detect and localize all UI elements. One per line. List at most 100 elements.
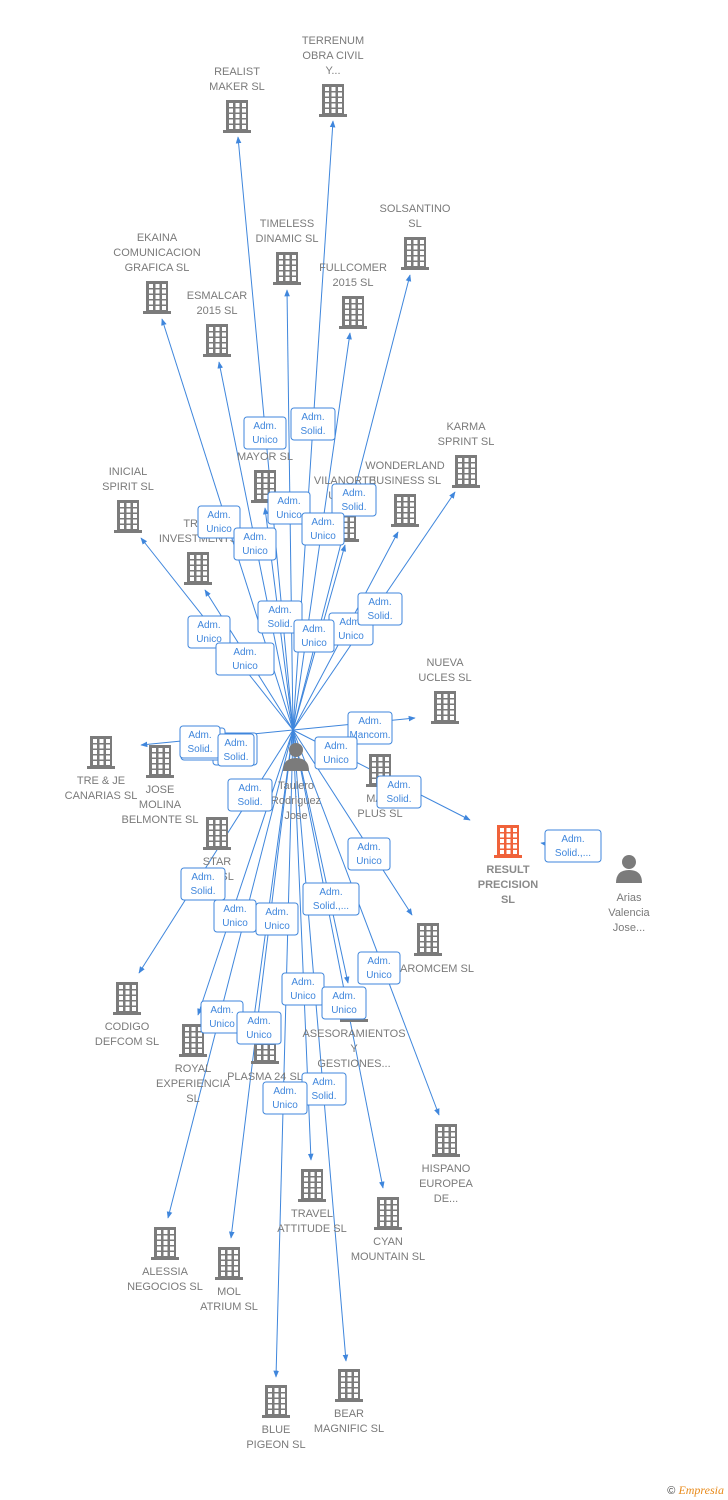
- node-label: Arias: [616, 892, 642, 904]
- node-label: BELMONTE SL: [121, 814, 198, 826]
- node-label: DE...: [434, 1193, 458, 1205]
- role-badge[interactable]: Adm.Solid.: [180, 867, 226, 901]
- role-badge[interactable]: Adm.Unico: [243, 416, 287, 450]
- role-label: Adm.: [339, 617, 362, 628]
- role-label: Adm.: [207, 510, 230, 521]
- role-badge[interactable]: Adm. Unico: [301, 512, 345, 546]
- role-badge[interactable]: Adm.Unico: [314, 736, 358, 770]
- node-label: ALESSIA: [142, 1266, 189, 1278]
- role-badge[interactable]: Adm.Unico: [293, 619, 335, 653]
- role-badge-box: [347, 837, 391, 871]
- role-label: Unico: [264, 921, 290, 932]
- role-badge[interactable]: Adm.Unico: [213, 899, 257, 933]
- role-badge-box: [233, 527, 277, 561]
- node-aromcem[interactable]: AROMCEM SL: [400, 923, 474, 975]
- role-label: Unico: [323, 755, 349, 766]
- role-label: Unico: [310, 531, 336, 542]
- role-badge[interactable]: Adm.Unico: [255, 902, 299, 936]
- node-label: PIGEON SL: [246, 1439, 305, 1451]
- role-badge[interactable]: Adm.Unico: [233, 527, 277, 561]
- building-icon: [203, 324, 231, 357]
- node-mayor[interactable]: MAYOR SL: [237, 451, 293, 503]
- role-badge[interactable]: Adm.Solid.: [179, 725, 221, 759]
- building-icon: [215, 1247, 243, 1280]
- role-label: Adm.: [277, 496, 300, 507]
- node-label: ASESORAMIENTOS: [302, 1028, 405, 1040]
- role-badge[interactable]: Adm.Solid.: [331, 483, 377, 517]
- role-badge[interactable]: Adm.Unico: [236, 1011, 282, 1045]
- role-badge-box: [301, 512, 345, 546]
- role-badge-box: [197, 505, 241, 539]
- node-label: GESTIONES...: [317, 1058, 390, 1070]
- role-badge[interactable]: Adm.Solid.: [376, 775, 422, 809]
- role-badge-box: [357, 592, 403, 626]
- edge-taulero-bearmagnific: [292, 729, 349, 1362]
- role-badge[interactable]: Adm.Solid.,...: [302, 882, 360, 916]
- node-label: EUROPEA: [419, 1178, 473, 1190]
- role-badge[interactable]: Adm.Solid.: [217, 733, 255, 767]
- role-badge[interactable]: Adm.Mancom.: [347, 711, 393, 745]
- role-badge[interactable]: Adm.Unico: [357, 951, 401, 985]
- role-badge-box: [187, 615, 231, 649]
- role-label: Unico: [276, 510, 302, 521]
- role-badge[interactable]: Adm.Unico: [347, 837, 391, 871]
- role-label: Adm.: [368, 597, 391, 608]
- role-label: Adm.: [238, 783, 261, 794]
- edge-taulero-alessia: [166, 729, 294, 1219]
- node-label: DINAMIC SL: [256, 233, 319, 245]
- role-label: Adm.: [319, 887, 342, 898]
- role-badge[interactable]: Adm.Unico: [215, 642, 275, 676]
- role-badge[interactable]: Adm.Unico: [187, 615, 231, 649]
- role-badge[interactable]: Adm.Solid.: [301, 1072, 347, 1106]
- node-label: EXPERIENCIA: [156, 1078, 231, 1090]
- role-badge[interactable]: Adm.Solid.: [257, 600, 303, 634]
- building-icon: [114, 500, 142, 533]
- edge-taulero-cyan: [292, 729, 385, 1189]
- role-label: Adm.: [253, 421, 276, 432]
- role-label: Unico: [272, 1100, 298, 1111]
- node-label: SL: [501, 894, 515, 906]
- role-badge[interactable]: Adm.Solid.: [290, 407, 336, 441]
- role-label: Adm.: [358, 716, 381, 727]
- node-hispano[interactable]: HISPANOEUROPEADE...: [419, 1124, 474, 1205]
- role-badge[interactable]: Adm.Solid.,...: [544, 829, 602, 863]
- role-badge[interactable]: Adm.Unico: [321, 986, 367, 1020]
- role-badge[interactable]: Adm.Unico: [262, 1081, 308, 1115]
- building-icon: [113, 982, 141, 1015]
- role-badge[interactable]: Adm.Unico: [281, 972, 325, 1006]
- role-label: Adm.: [311, 517, 334, 528]
- node-label: MAGNIFIC SL: [314, 1423, 384, 1435]
- role-badge[interactable]: Adm. Unico: [267, 491, 311, 525]
- building-icon: [179, 1024, 207, 1057]
- role-badge[interactable]: Adm.Solid.: [227, 778, 273, 812]
- role-badge[interactable]: Adm.Solid.: [357, 592, 403, 626]
- brand-logo[interactable]: Empresia: [678, 1483, 724, 1497]
- role-badge[interactable]: Adm.Unico: [197, 505, 241, 539]
- node-arias[interactable]: AriasValenciaJose...: [608, 855, 651, 934]
- role-badge[interactable]: Adm.Unico: [200, 1000, 244, 1034]
